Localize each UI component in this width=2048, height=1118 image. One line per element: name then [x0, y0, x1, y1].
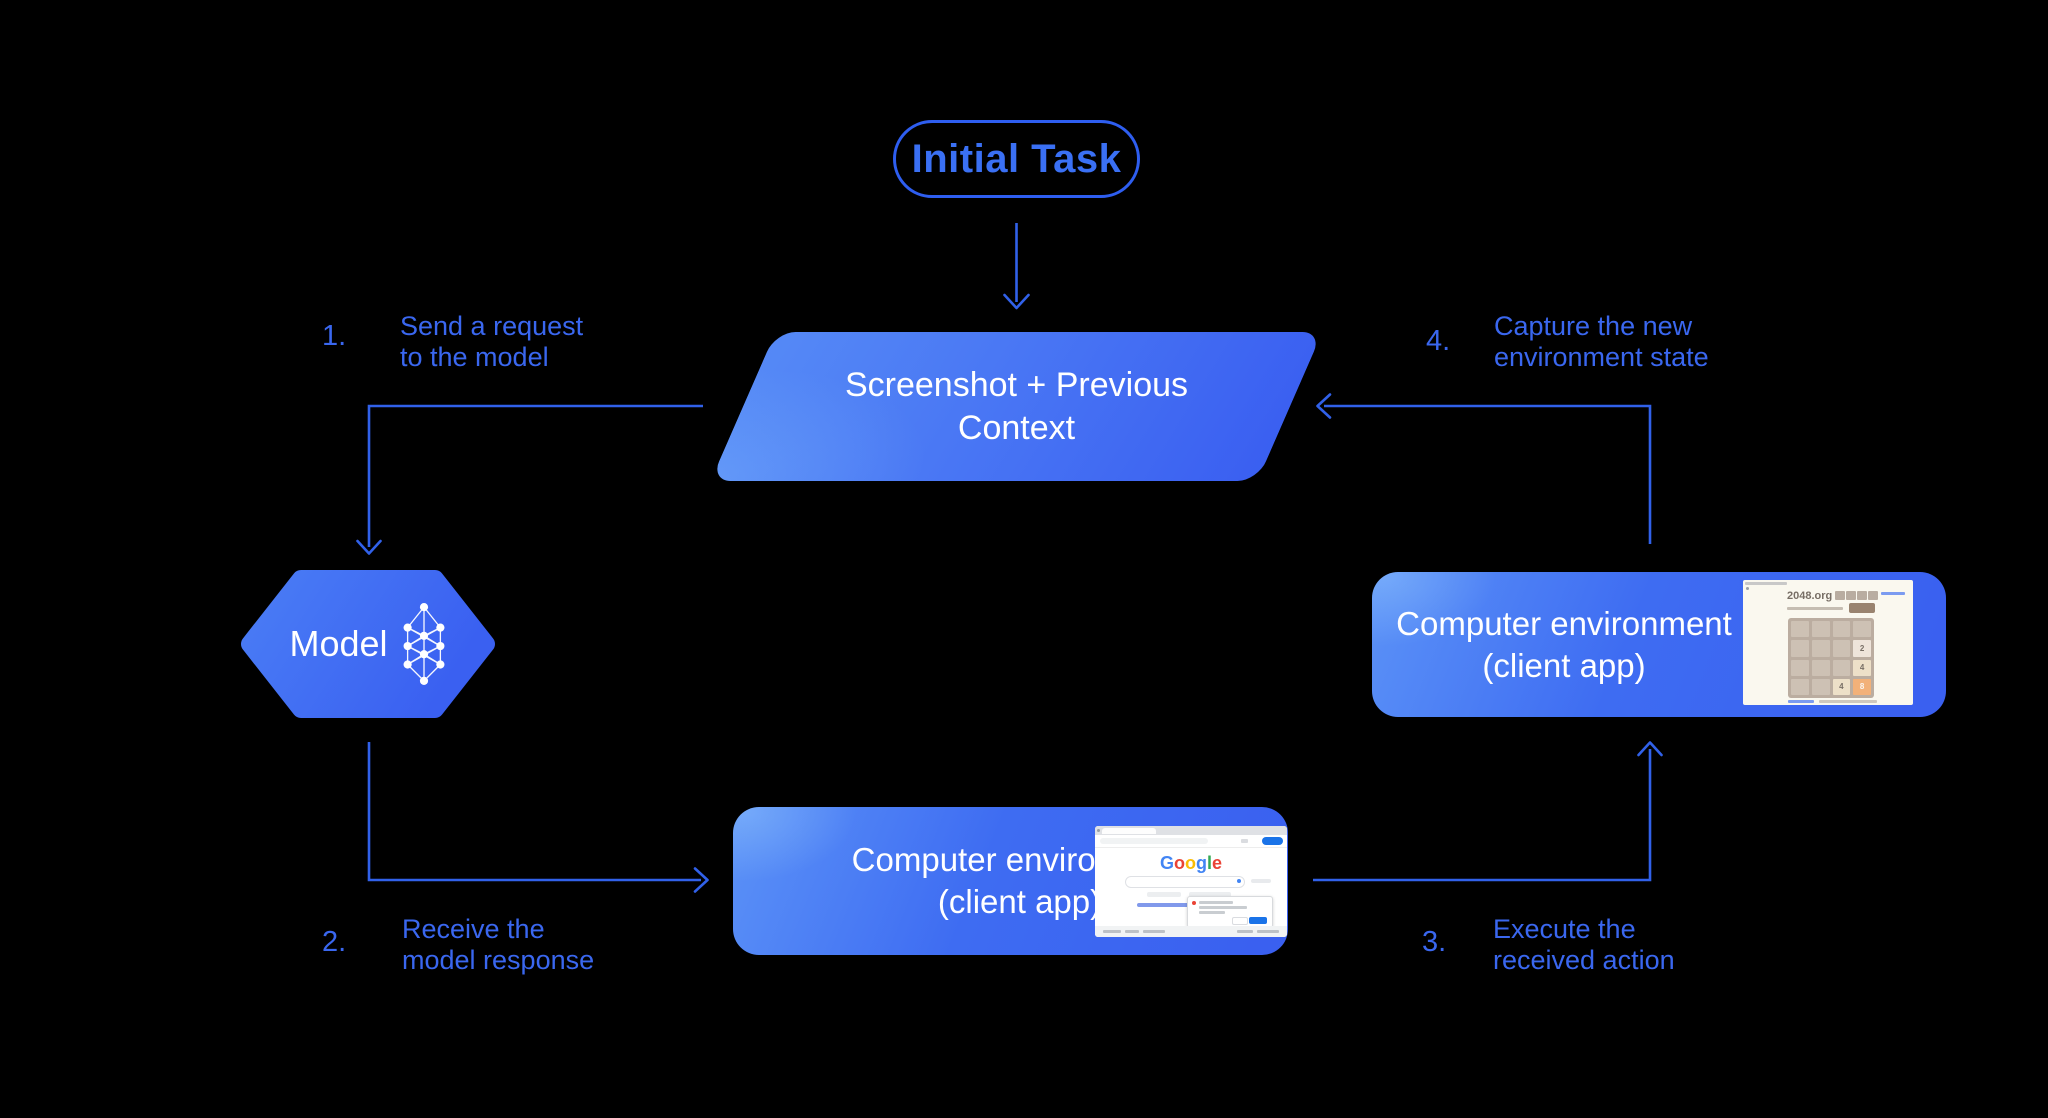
game-board-cell: [1832, 621, 1851, 638]
google-logo-letter: l: [1206, 853, 1212, 873]
step-4-line2: environment state: [1494, 342, 1709, 372]
dialog-icon: [1192, 901, 1196, 905]
game-site-title: 2048.org: [1787, 590, 1833, 602]
game-board-cell: [1811, 621, 1830, 638]
step-1-line2: to the model: [400, 342, 549, 372]
google-logo-letter: g: [1195, 853, 1207, 873]
arrow-env-to-context: [1316, 393, 1652, 544]
sign-in-button: [1262, 837, 1283, 845]
link-placeholder: [1788, 700, 1814, 703]
score-box: [1868, 591, 1878, 600]
browser-tab-strip: [1095, 826, 1287, 835]
step-1-label: Send a request to the model: [400, 311, 583, 373]
text-placeholder: [1787, 607, 1843, 610]
game-tile: 4: [1853, 659, 1871, 676]
toolbar-icon: [1241, 839, 1248, 843]
browser-dialog-popup: [1187, 896, 1273, 928]
text-placeholder: [1125, 930, 1139, 933]
initial-task-node: Initial Task: [893, 120, 1140, 198]
neural-network-icon: [403, 603, 445, 685]
text-placeholder: [1819, 700, 1877, 703]
text-placeholder: [1251, 879, 1271, 883]
google-logo-letter: o: [1173, 853, 1185, 873]
text-placeholder: [1199, 911, 1225, 914]
browser-control-dot: [1746, 587, 1749, 590]
dialog-primary-button: [1249, 917, 1267, 924]
step-4-label: Capture the new environment state: [1494, 311, 1709, 373]
game-board-cell: [1832, 640, 1851, 657]
dialog-secondary-button: [1232, 917, 1248, 925]
game-tile: 2: [1853, 640, 1871, 657]
step-2-line1: Receive the: [402, 914, 545, 944]
step-1-line1: Send a request: [400, 311, 584, 341]
game-board-cell: [1791, 621, 1809, 638]
browser-tab-placeholder: [1745, 582, 1787, 585]
game-tile: 8: [1853, 678, 1871, 695]
score-box: [1835, 591, 1845, 600]
model-node-content: Model: [238, 566, 498, 722]
step-4-number: 4.: [1426, 325, 1451, 357]
step-3-line2: received action: [1493, 945, 1675, 975]
text-placeholder: [1199, 906, 1247, 909]
score-box: [1846, 591, 1856, 600]
step-2-label: Receive the model response: [402, 914, 594, 976]
step-3-label: Execute the received action: [1493, 914, 1675, 976]
google-logo-letter: G: [1159, 853, 1174, 873]
initial-task-label: Initial Task: [911, 136, 1122, 181]
game-board-cell: [1791, 640, 1809, 657]
google-logo-letter: o: [1184, 853, 1196, 873]
arrow-env-to-env: [1313, 741, 1663, 882]
browser-tab: [1102, 828, 1156, 834]
screenshot-context-line1: Screenshot + Previous: [844, 365, 1189, 404]
step-2-number: 2.: [322, 926, 347, 958]
browser-control-dot: [1097, 829, 1100, 832]
game-board-cell: [1811, 678, 1830, 695]
game-tile: 4: [1832, 678, 1851, 695]
game-board-cell: [1853, 621, 1871, 638]
feeling-lucky-button: [1189, 892, 1231, 897]
step-1-number: 1.: [322, 320, 347, 352]
computer-environment-right-label: Computer environment (client app): [1372, 603, 1946, 687]
game-board-cell: [1811, 640, 1830, 657]
model-label: Model: [289, 623, 388, 664]
google-search-box: [1125, 876, 1245, 888]
new-game-button: [1849, 603, 1875, 613]
link-placeholder: [1881, 592, 1905, 595]
mic-icon: [1237, 879, 1241, 883]
google-search-button: [1147, 892, 1181, 897]
google-logo: Google: [1095, 853, 1287, 874]
text-placeholder: [1257, 930, 1279, 933]
env-right-line2: (client app): [1482, 646, 1646, 684]
step-3-number: 3.: [1422, 926, 1447, 958]
step-3-line1: Execute the: [1493, 914, 1636, 944]
screenshot-context-label: Screenshot + Previous Context: [743, 332, 1290, 481]
text-placeholder: [1199, 901, 1233, 904]
text-placeholder: [1237, 930, 1253, 933]
env-right-line1: Computer environment: [1396, 604, 1732, 642]
browser-footer-bar: [1095, 926, 1287, 937]
step-2-line2: model response: [402, 945, 595, 975]
game-board-cell: [1791, 678, 1809, 695]
score-box: [1857, 591, 1867, 600]
browser-url-bar: [1100, 838, 1208, 844]
google-browser-thumbnail: Google: [1095, 826, 1287, 937]
step-4-line1: Capture the new: [1494, 311, 1693, 341]
arrow-context-to-model: [356, 404, 703, 555]
game-board-cell: [1791, 659, 1809, 676]
google-logo-letter: e: [1212, 853, 1223, 873]
game-board-cell: [1811, 659, 1830, 676]
game-board-cell: [1832, 659, 1851, 676]
env-bottom-line2: (client app): [937, 883, 1102, 920]
arrow-model-to-env: [367, 742, 709, 893]
text-placeholder: [1143, 930, 1165, 933]
text-placeholder: [1103, 930, 1121, 933]
screenshot-context-line2: Context: [957, 408, 1076, 447]
arrow-task-to-context: [1003, 223, 1030, 310]
